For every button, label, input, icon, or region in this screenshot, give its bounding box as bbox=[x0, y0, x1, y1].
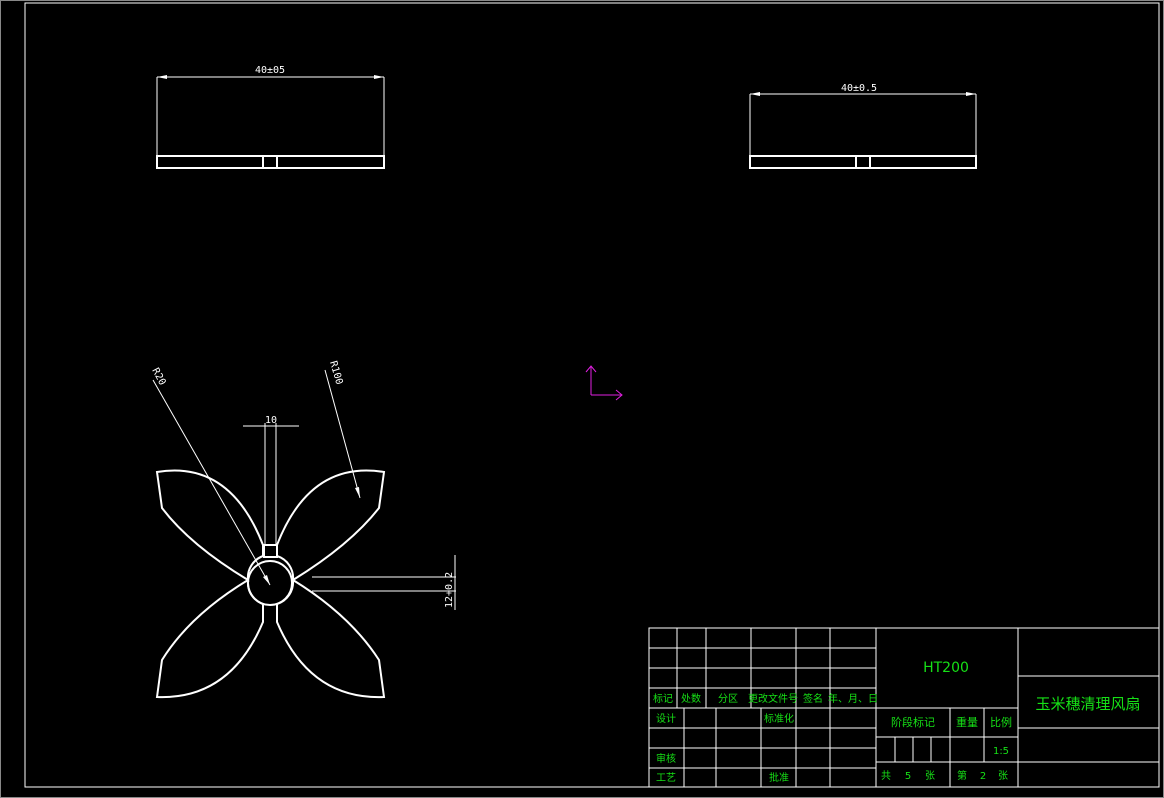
sheet-number: 2 bbox=[980, 771, 986, 782]
leader-arrow bbox=[263, 575, 270, 585]
label-date: 年、月、日 bbox=[828, 692, 878, 705]
fan-blade-outline bbox=[155, 469, 264, 582]
label-mark: 标记 bbox=[653, 693, 673, 705]
scale-value: 1:5 bbox=[993, 746, 1009, 757]
fan-blade-bottom-left bbox=[155, 579, 264, 699]
label-process: 工艺 bbox=[656, 772, 676, 784]
top-right-view[interactable]: 40±0.5 bbox=[749, 83, 977, 169]
label-standardize: 标准化 bbox=[764, 712, 794, 725]
label-count: 处数 bbox=[681, 692, 701, 705]
fan-blade-bottom-right bbox=[276, 578, 386, 699]
label-total-prefix: 共 bbox=[881, 770, 891, 782]
dimension-arrow-left bbox=[157, 75, 167, 79]
dimension-text: 40±05 bbox=[255, 65, 285, 76]
label-sheet-prefix: 第 bbox=[957, 769, 967, 782]
ucs-axis-icon bbox=[585, 365, 623, 401]
drawing-frame bbox=[24, 2, 1160, 788]
label-change-doc: 更改文件号 bbox=[748, 692, 798, 705]
radius-leader-large bbox=[324, 369, 361, 499]
hole-dim-text: 12+0.2 bbox=[444, 572, 455, 608]
label-stage-mark: 阶段标记 bbox=[891, 715, 935, 729]
key-width-text: 10 bbox=[265, 415, 277, 426]
label-signature: 签名 bbox=[803, 692, 823, 705]
material-text: HT200 bbox=[923, 660, 969, 676]
label-approve: 批准 bbox=[769, 771, 789, 784]
label-review: 审核 bbox=[656, 752, 676, 765]
top-left-view[interactable]: 40±05 bbox=[156, 65, 385, 169]
fan-blade-top-right bbox=[276, 469, 386, 582]
key-slot bbox=[263, 544, 278, 558]
center-hole bbox=[247, 560, 293, 606]
leader-arrow bbox=[355, 487, 360, 498]
label-weight: 重量 bbox=[956, 715, 978, 729]
dimension-arrow-left bbox=[750, 92, 760, 96]
label-sheet-unit: 张 bbox=[925, 770, 935, 782]
label-zone: 分区 bbox=[718, 693, 738, 705]
radius-leader-small bbox=[152, 379, 271, 586]
plate-outline bbox=[749, 155, 977, 169]
dimension-arrow-right bbox=[966, 92, 976, 96]
fan-plan-view[interactable]: R20 R100 10 12+0.2 bbox=[149, 360, 456, 699]
label-sheet-unit-2: 张 bbox=[998, 770, 1008, 782]
radius-text-large: R100 bbox=[327, 360, 344, 386]
label-design: 设计 bbox=[656, 712, 676, 725]
radius-text-small: R20 bbox=[149, 366, 167, 387]
total-sheets: 5 bbox=[905, 771, 911, 782]
label-scale: 比例 bbox=[990, 715, 1012, 729]
title-block[interactable]: HT200 玉米穗清理风扇 标记 处数 分区 更改文件号 签名 年、月、日 设计… bbox=[648, 627, 1160, 788]
part-name-text: 玉米穗清理风扇 bbox=[1035, 695, 1140, 713]
plate-outline bbox=[156, 155, 385, 169]
dimension-text: 40±0.5 bbox=[841, 83, 877, 94]
dimension-arrow-right bbox=[374, 75, 384, 79]
